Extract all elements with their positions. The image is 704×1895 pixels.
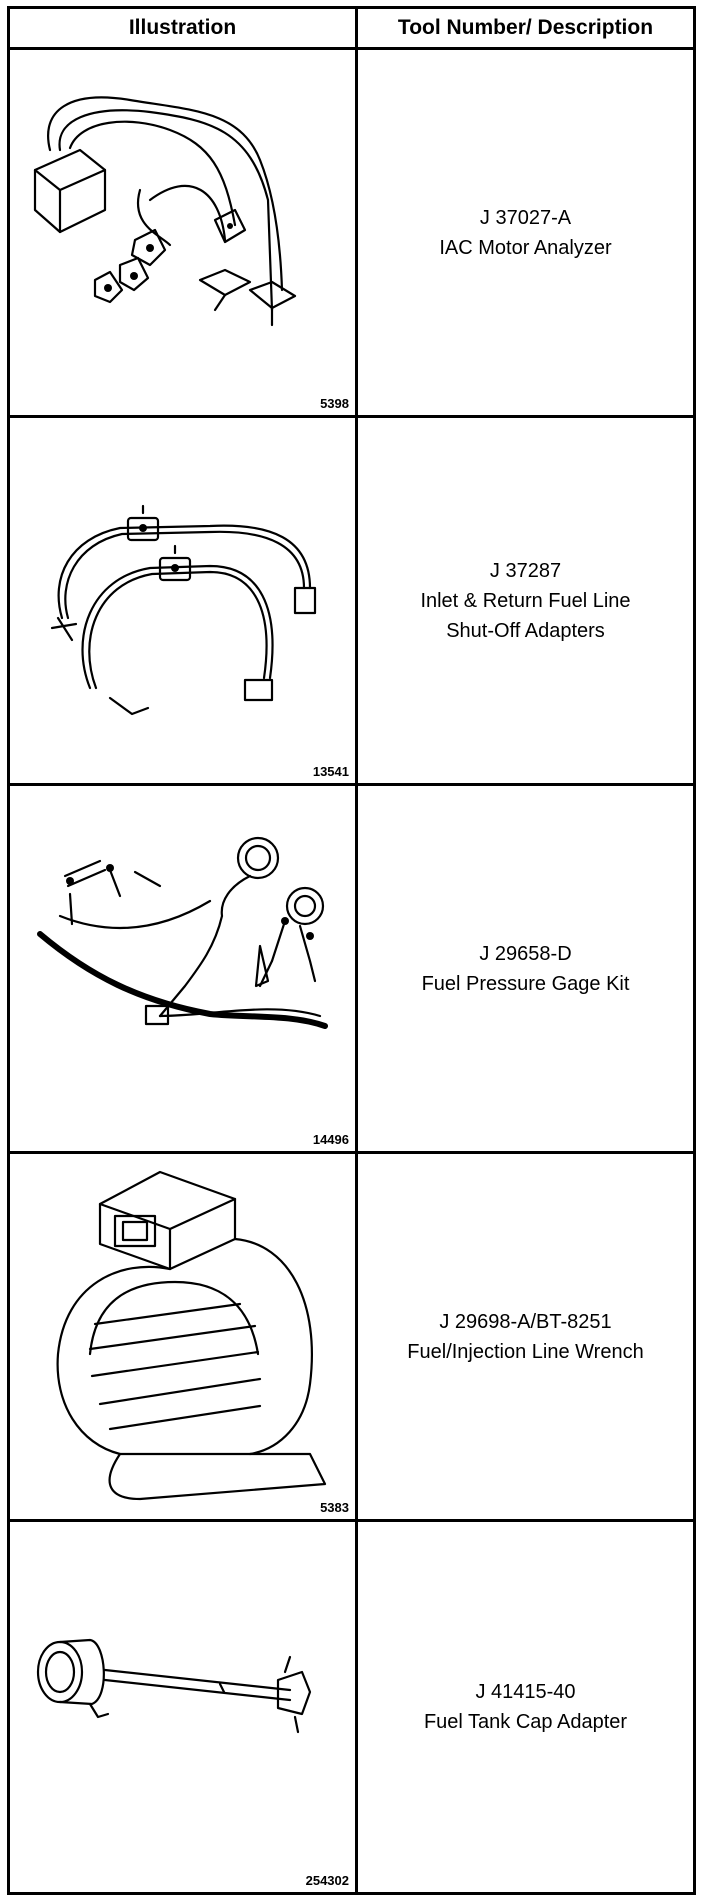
tools-table: Illustration Tool Number/ Description [7, 6, 696, 1895]
tool-number: J 29658-D [479, 942, 572, 965]
tool-cell: J 37027-A IAC Motor Analyzer [355, 47, 696, 418]
illustration-cell: 5398 [7, 47, 358, 418]
figure-number: 5383 [320, 1500, 349, 1515]
iac-motor-analyzer-icon [33, 96, 297, 327]
tool-number: J 37027-A [479, 206, 572, 229]
fuel-tank-cap-adapter-icon [36, 1638, 312, 1734]
tool-description: Fuel/Injection Line Wrench [407, 1340, 644, 1363]
table-row: 5398 J 37027-A IAC Motor Analyzer [7, 47, 696, 418]
tool-description: Fuel Pressure Gage Kit [421, 972, 630, 995]
illustration-cell: 254302 [7, 1519, 358, 1895]
tool-cell: J 41415-40 Fuel Tank Cap Adapter [355, 1519, 696, 1895]
tool-description-line: Inlet & Return Fuel Line [420, 589, 631, 612]
figure-number: 13541 [312, 764, 349, 779]
fuel-pressure-gage-kit-icon [37, 836, 328, 1029]
table-row: 5383 J 29698-A/BT-8251 Fuel/Injection Li… [7, 1151, 696, 1522]
tool-cell: J 29658-D Fuel Pressure Gage Kit [355, 783, 696, 1154]
tool-number: J 37287 [489, 559, 562, 582]
figure-number: 14496 [312, 1132, 349, 1147]
tool-description-line: Shut-Off Adapters [446, 619, 605, 642]
tool-description: IAC Motor Analyzer [439, 236, 612, 259]
tool-description: Fuel Tank Cap Adapter [423, 1711, 628, 1733]
illustration-cell: 5383 [7, 1151, 358, 1522]
tool-number: J 41415-40 [475, 1681, 576, 1703]
header-illustration: Illustration [7, 6, 358, 50]
illustration-cell: 13541 [7, 415, 358, 786]
tool-number: J 29698-A/BT-8251 [439, 1310, 612, 1333]
fuel-line-adapters-icon [50, 504, 317, 716]
table-row: 254302 J 41415-40 Fuel Tank Cap Adapter [7, 1519, 696, 1895]
line-wrench-icon [56, 1170, 327, 1501]
figure-number: 5398 [320, 396, 349, 411]
header-row: Illustration Tool Number/ Description [7, 6, 696, 50]
figure-number: 254302 [305, 1873, 349, 1888]
tool-cell: J 29698-A/BT-8251 Fuel/Injection Line Wr… [355, 1151, 696, 1522]
header-tool-number-description: Tool Number/ Description [355, 6, 696, 50]
table-row: 14496 J 29658-D Fuel Pressure Gage Kit [7, 783, 696, 1154]
illustration-cell: 14496 [7, 783, 358, 1154]
